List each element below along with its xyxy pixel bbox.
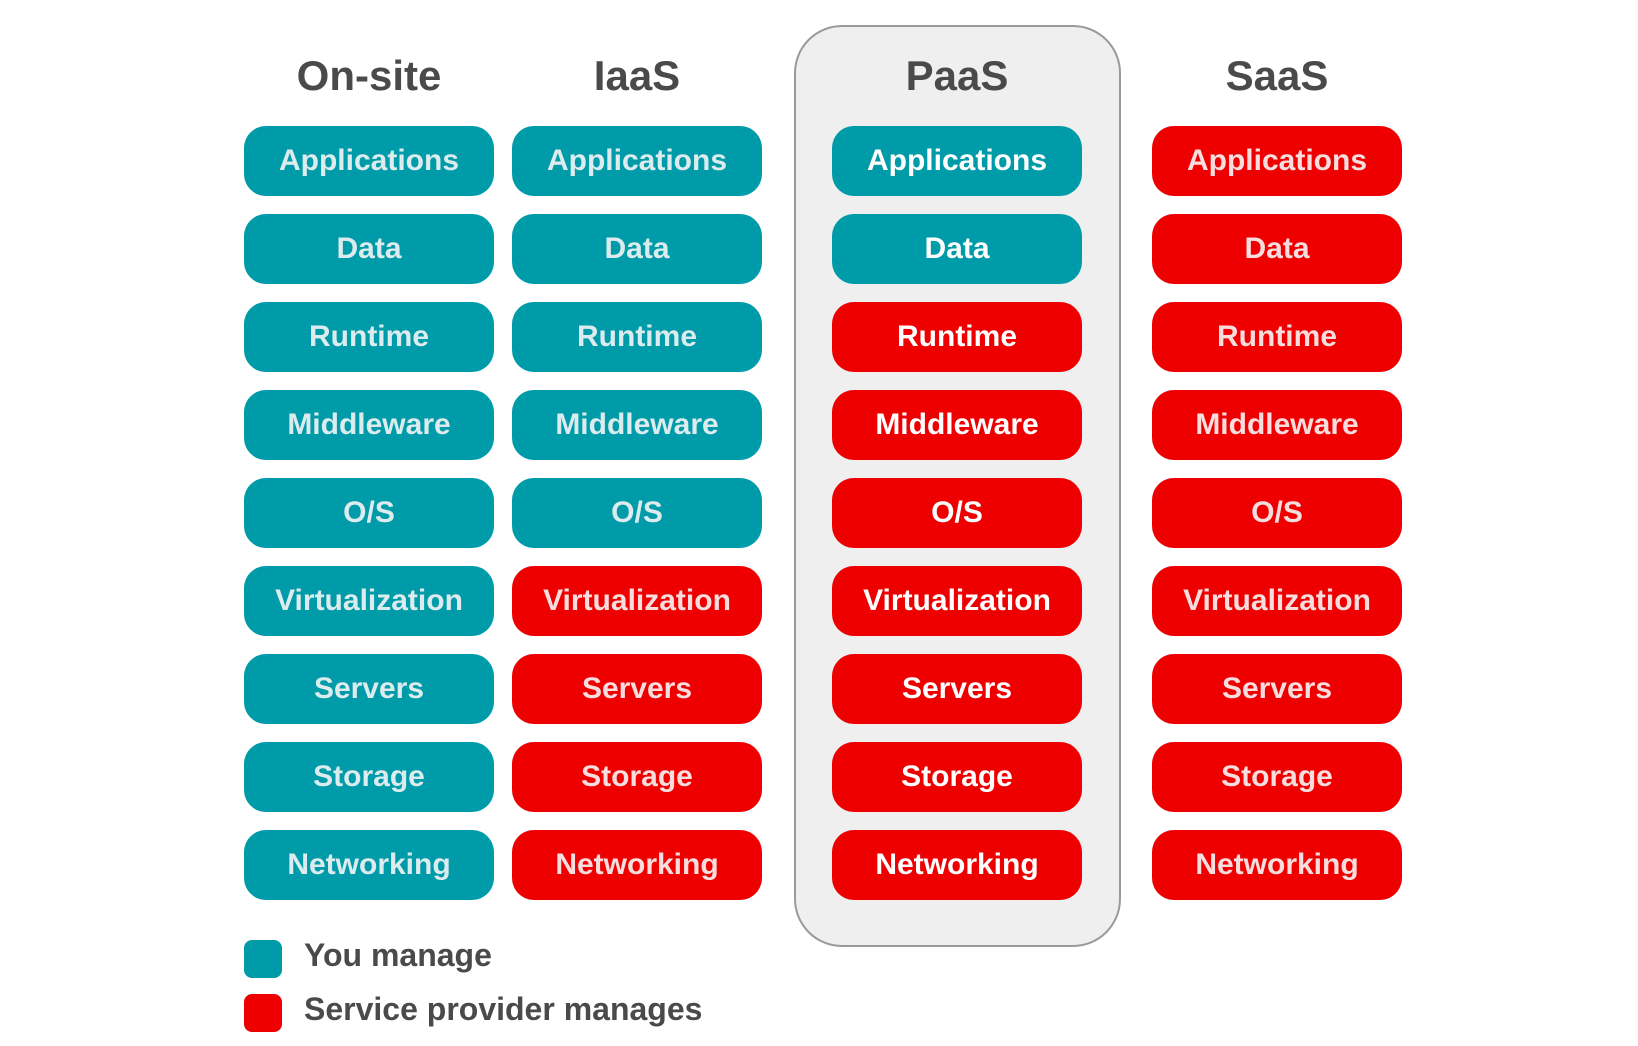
paas-cell-runtime: Runtime [832, 302, 1082, 372]
saas-cell-data: Data [1152, 214, 1402, 284]
paas-cell-storage: Storage [832, 742, 1082, 812]
on-site-cell-data: Data [244, 214, 494, 284]
iaas-cell-applications: Applications [512, 126, 762, 196]
paas-cell-servers: Servers [832, 654, 1082, 724]
iaas-cell-runtime: Runtime [512, 302, 762, 372]
iaas-cell-o-s: O/S [512, 478, 762, 548]
iaas-cell-servers: Servers [512, 654, 762, 724]
iaas-cell-middleware: Middleware [512, 390, 762, 460]
legend-provider-manages-swatch [244, 994, 282, 1032]
iaas-cell-data: Data [512, 214, 762, 284]
saas-cell-virtualization: Virtualization [1152, 566, 1402, 636]
paas-cell-applications: Applications [832, 126, 1082, 196]
paas-cell-networking: Networking [832, 830, 1082, 900]
saas-cell-servers: Servers [1152, 654, 1402, 724]
paas-cell-virtualization: Virtualization [832, 566, 1082, 636]
iaas-cell-networking: Networking [512, 830, 762, 900]
saas-cell-runtime: Runtime [1152, 302, 1402, 372]
legend-provider-manages-label: Service provider manages [304, 991, 703, 1027]
paas-cell-middleware: Middleware [832, 390, 1082, 460]
saas-cell-networking: Networking [1152, 830, 1402, 900]
saas-cell-applications: Applications [1152, 126, 1402, 196]
on-site-cell-o-s: O/S [244, 478, 494, 548]
saas-cell-storage: Storage [1152, 742, 1402, 812]
on-site-cell-applications: Applications [244, 126, 494, 196]
on-site-cell-networking: Networking [244, 830, 494, 900]
paas-cell-o-s: O/S [832, 478, 1082, 548]
legend-you-manage-swatch [244, 940, 282, 978]
paas-cell-data: Data [832, 214, 1082, 284]
on-site-cell-middleware: Middleware [244, 390, 494, 460]
on-site-cell-virtualization: Virtualization [244, 566, 494, 636]
on-site-cell-storage: Storage [244, 742, 494, 812]
column-title-on-site: On-site [296, 52, 442, 99]
on-site-cell-runtime: Runtime [244, 302, 494, 372]
saas-cell-o-s: O/S [1152, 478, 1402, 548]
iaas-cell-virtualization: Virtualization [512, 566, 762, 636]
saas-cell-middleware: Middleware [1152, 390, 1402, 460]
column-title-saas: SaaS [1225, 52, 1329, 99]
on-site-cell-servers: Servers [244, 654, 494, 724]
column-title-paas: PaaS [905, 52, 1009, 99]
column-title-iaas: IaaS [593, 52, 681, 99]
iaas-cell-storage: Storage [512, 742, 762, 812]
legend-you-manage-label: You manage [304, 937, 492, 973]
